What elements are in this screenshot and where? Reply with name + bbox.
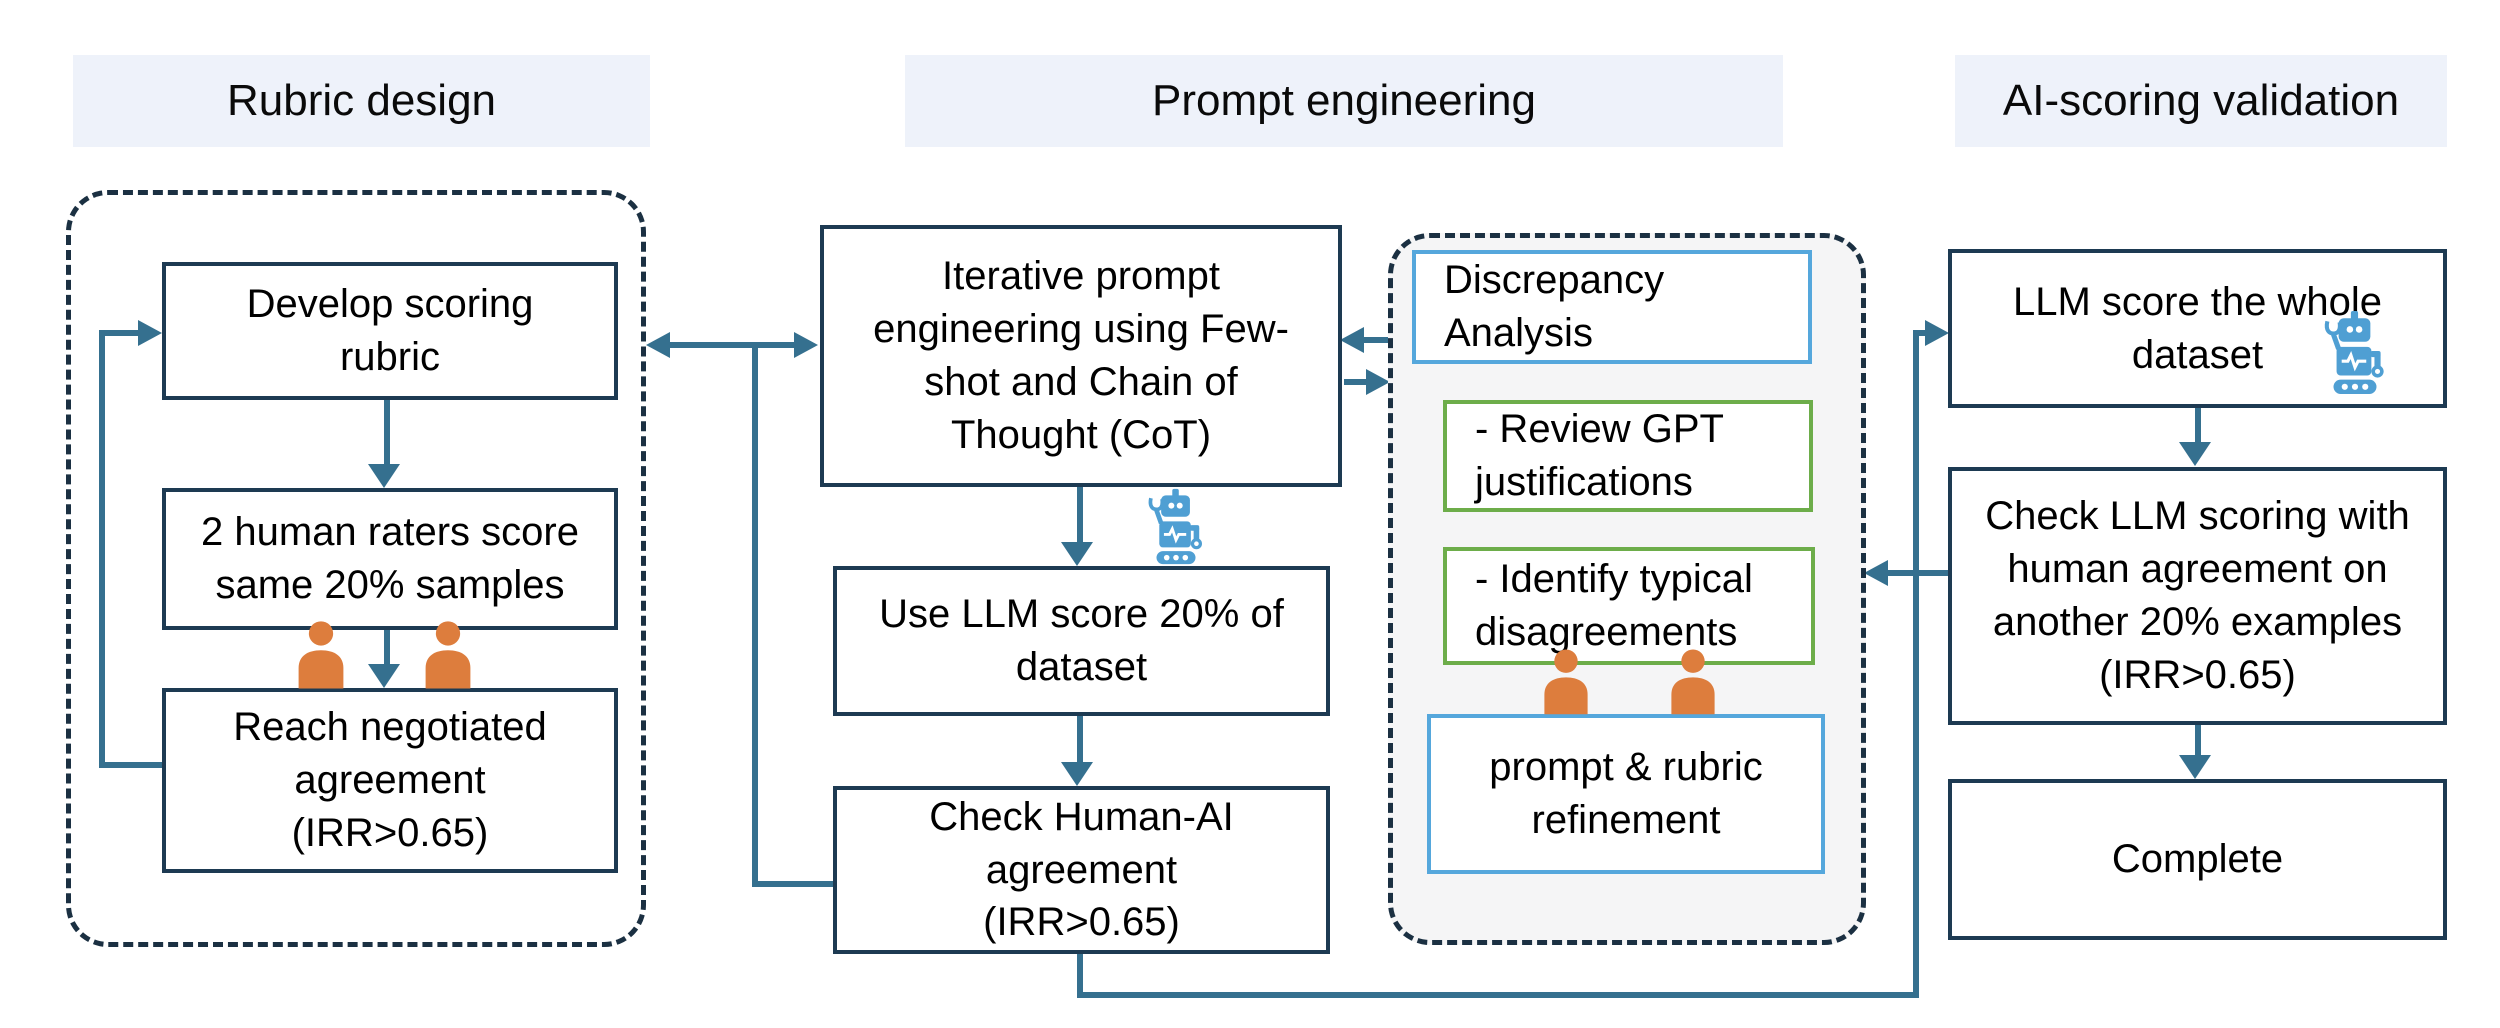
- feedback-agreement-up: [99, 330, 105, 768]
- header-prompt-engineering: Prompt engineering: [905, 55, 1783, 147]
- box-discrepancy-analysis: Discrepancy Analysis: [1412, 250, 1812, 364]
- header-rubric-design: Rubric design: [73, 55, 650, 147]
- rubric-design-panel: [66, 190, 646, 947]
- arrowhead-discrepancy-to-iterative: [1340, 327, 1364, 353]
- arrow-llmscore-to-checkllm: [2195, 408, 2201, 446]
- arrowhead-into-llmscore: [1925, 320, 1949, 346]
- box-use-llm-score: Use LLM score 20% of dataset: [833, 566, 1330, 716]
- feedback-checkllm-to-discrepancy: [1886, 570, 1948, 576]
- feedback-checkai-up: [752, 345, 758, 887]
- arrow-discrepancy-to-iterative: [1362, 337, 1388, 343]
- arrowhead-checkllm-to-discrepancy: [1864, 560, 1888, 586]
- route-right-vertical: [1913, 330, 1919, 998]
- box-human-raters: 2 human raters score same 20% samples: [162, 488, 618, 630]
- arrowhead-raters-to-agreement: [368, 664, 400, 688]
- box-develop-scoring-rubric: Develop scoring rubric: [162, 262, 618, 400]
- arrowhead-checkllm-to-complete: [2179, 755, 2211, 779]
- arrowhead-llmscore-to-checkllm: [2179, 442, 2211, 466]
- arrow-checkllm-to-complete: [2195, 725, 2201, 757]
- arrow-iterative-to-discrepancy: [1344, 379, 1368, 385]
- box-complete: Complete: [1948, 779, 2447, 940]
- person-icon: [420, 618, 476, 690]
- feedback-agreement-out: [99, 762, 162, 768]
- arrowhead-develop-to-raters: [368, 464, 400, 488]
- arrowhead-iterative-to-discrepancy: [1366, 369, 1390, 395]
- feedback-into-develop: [99, 330, 139, 336]
- bidirectional-rubric-prompt-line: [668, 342, 796, 348]
- arrow-develop-to-raters: [384, 400, 390, 468]
- box-prompt-rubric-refinement: prompt & rubric refinement: [1427, 714, 1825, 874]
- arrow-usellm-to-checkai: [1077, 716, 1083, 764]
- person-icon: [293, 618, 349, 690]
- route-checkai-down: [1077, 954, 1083, 998]
- robot-icon: [2322, 310, 2388, 396]
- route-into-llmscore: [1913, 330, 1927, 336]
- header-ai-scoring-validation: AI-scoring validation: [1955, 55, 2447, 147]
- box-review-gpt-justifications: - Review GPT justifications: [1443, 400, 1813, 512]
- box-check-llm-scoring: Check LLM scoring with human agreement o…: [1948, 467, 2447, 725]
- arrow-raters-to-agreement: [384, 630, 390, 668]
- arrowhead-usellm-to-checkai: [1061, 762, 1093, 786]
- box-check-human-ai: Check Human-AI agreement (IRR>0.65): [833, 786, 1330, 954]
- arrowhead-into-rubric-panel: [646, 332, 670, 358]
- arrowhead-into-develop: [138, 320, 162, 346]
- arrowhead-iterative-to-usellm: [1061, 542, 1093, 566]
- box-identify-disagreements: - Identify typical disagreements: [1443, 547, 1815, 665]
- person-icon: [1666, 646, 1720, 716]
- box-negotiated-agreement: Reach negotiated agreement (IRR>0.65): [162, 688, 618, 873]
- person-icon: [1539, 646, 1593, 716]
- arrowhead-into-iterative-box: [794, 332, 818, 358]
- box-iterative-prompt: Iterative prompt engineering using Few- …: [820, 225, 1342, 487]
- robot-icon: [1146, 488, 1206, 566]
- feedback-checkai-out: [752, 881, 833, 887]
- route-bottom-horizontal: [1077, 992, 1919, 998]
- arrow-iterative-to-usellm: [1077, 487, 1083, 544]
